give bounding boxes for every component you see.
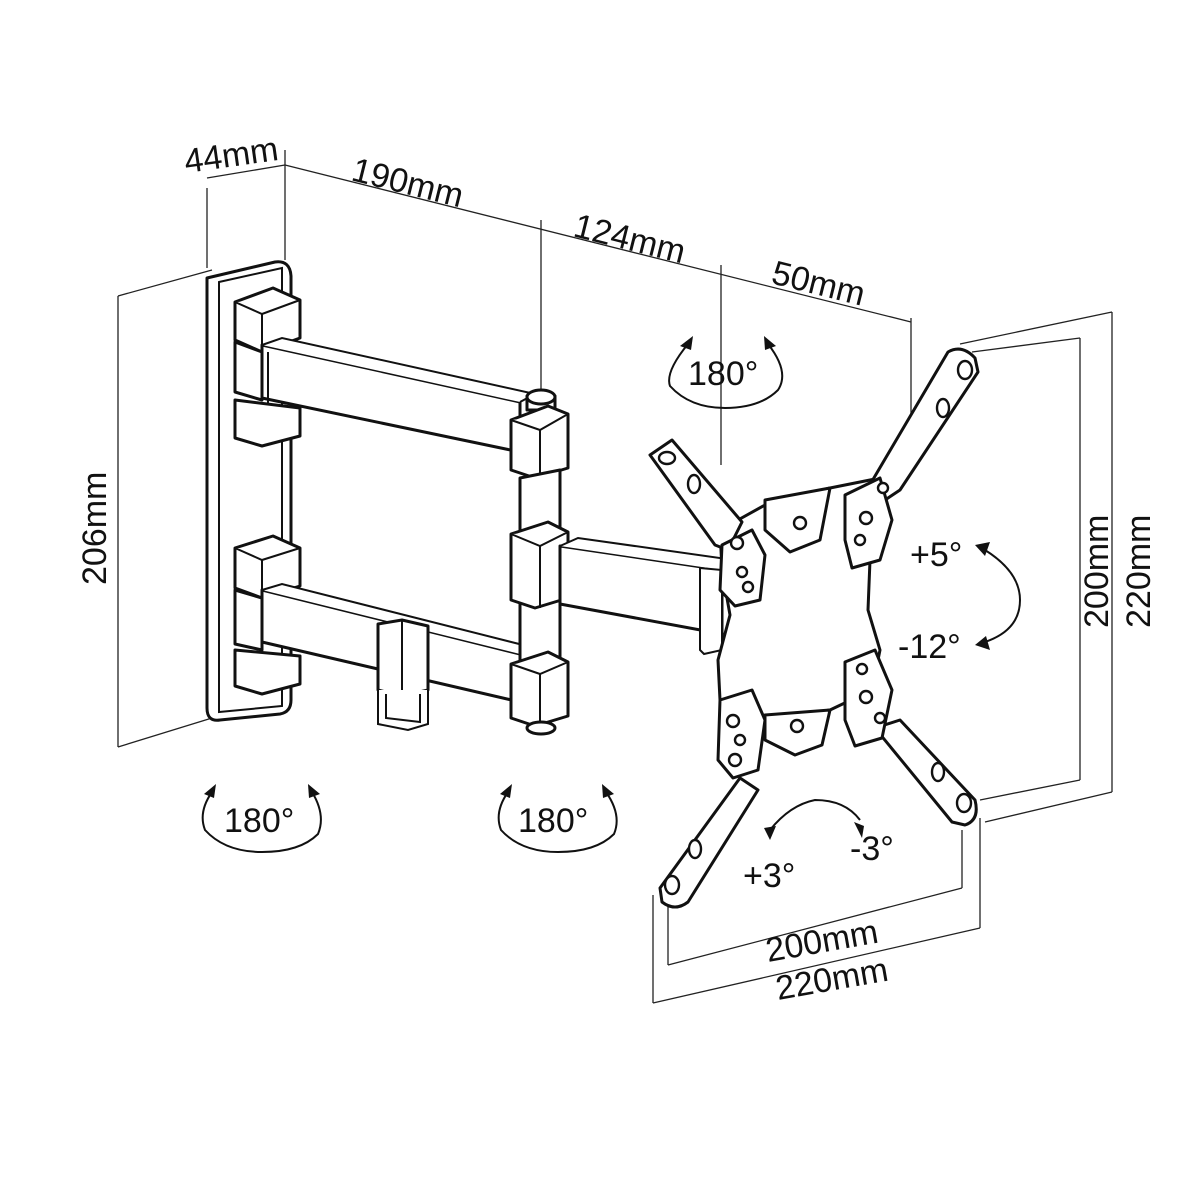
label-level-minus: -3°: [850, 830, 894, 868]
label-vesa-height-outer: 220mm: [1120, 515, 1158, 628]
label-level-plus: +3°: [743, 857, 795, 895]
bracket-holes: [657, 359, 974, 896]
rotation-arcs: [201, 336, 1022, 854]
label-vesa-height-inner: 200mm: [1078, 515, 1116, 628]
label-arm-length: 190mm: [348, 151, 467, 215]
label-wall-plate-height: 206mm: [76, 472, 114, 585]
second-arm: [558, 536, 737, 656]
label-head-swivel: 180°: [688, 355, 758, 393]
label-tilt-up: +5°: [910, 536, 962, 574]
lower-arm: [260, 582, 539, 732]
label-wall-plate-depth: 44mm: [182, 130, 281, 181]
label-wall-joint-swivel: 180°: [224, 802, 294, 840]
label-elbow-swivel: 180°: [518, 802, 588, 840]
elbow-joint: [509, 388, 570, 736]
upper-arm: [260, 336, 538, 454]
label-tilt-down: -12°: [898, 628, 961, 666]
label-second-arm-length: 124mm: [570, 207, 689, 271]
wall-plate: [205, 260, 302, 722]
label-bracket-depth: 50mm: [768, 254, 869, 314]
dimension-lines: [117, 150, 1113, 1004]
